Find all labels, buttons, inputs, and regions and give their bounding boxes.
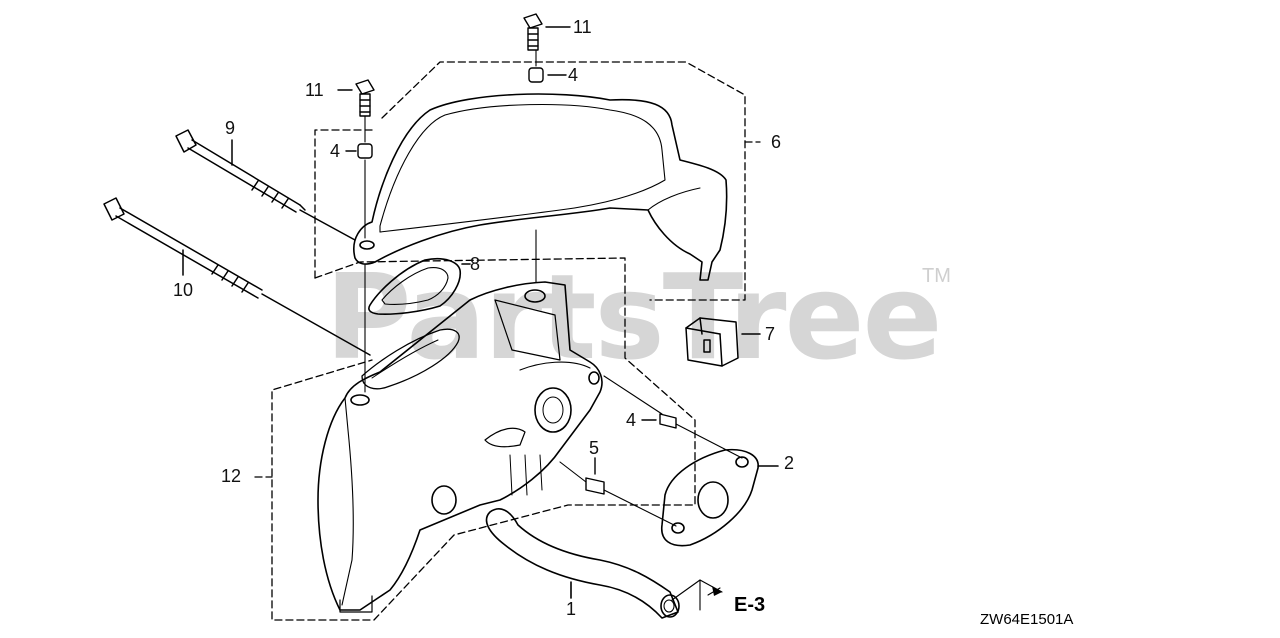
callout-11-left: 11 (305, 80, 324, 100)
callout-7: 7 (765, 324, 776, 344)
callout-12: 12 (221, 466, 242, 486)
callout-2: 2 (784, 453, 795, 473)
callout-6: 6 (771, 132, 782, 152)
callout-8: 8 (470, 254, 481, 274)
collar-part-4-left (345, 143, 373, 159)
watermark: PartsTree (325, 248, 943, 386)
callout-10: 10 (173, 280, 194, 300)
assembly-leader-lines (364, 49, 743, 611)
callout-4-right: 4 (626, 410, 637, 430)
air-cleaner-case-part-12 (317, 281, 603, 613)
group-bracket-6 (381, 61, 761, 301)
callout-1: 1 (566, 599, 577, 619)
reference-label: E-3 (734, 594, 766, 616)
bolt-part-11-lower (337, 79, 375, 117)
callout-4-top: 4 (568, 65, 579, 85)
bolt-part-11-upper (523, 13, 571, 51)
bolt-part-9 (175, 129, 356, 241)
callout-11-top: 11 (573, 17, 592, 37)
callout-9: 9 (225, 118, 236, 138)
callout-5: 5 (589, 438, 600, 458)
trademark-mark: TM (922, 265, 951, 287)
group-bracket-12 (254, 129, 696, 621)
gasket-part-8 (368, 257, 471, 315)
collar-part-5 (585, 457, 605, 495)
cover-part-6 (353, 93, 728, 281)
gasket-part-2 (661, 448, 779, 547)
callout-4-left: 4 (330, 141, 341, 161)
breather-tube-part-1 (485, 508, 680, 619)
collar-part-4-right (641, 413, 677, 429)
collar-part-4-top (528, 67, 567, 83)
block-part-7 (685, 317, 761, 367)
diagram-code: ZW64E1501A (980, 611, 1074, 628)
bolt-part-10 (103, 197, 371, 356)
